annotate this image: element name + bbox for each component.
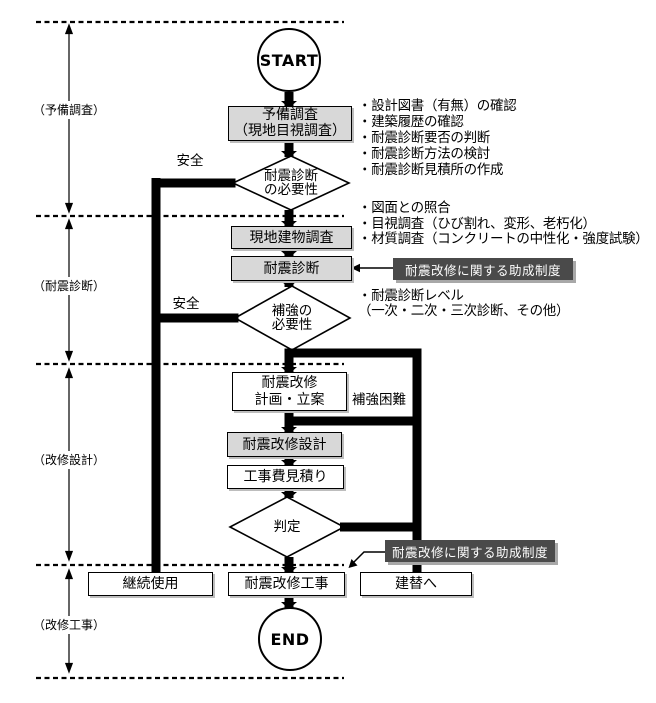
decision-need-reinforce-label: 補強の 必要性: [232, 302, 352, 333]
subsidy-pointer-heads: [348, 263, 360, 568]
phase-extent-arrows: [64, 23, 74, 674]
box-site-survey: 現地建物調査: [231, 226, 352, 249]
box-retrofit-work: 耐震改修工事: [228, 572, 345, 596]
section-label-preliminary: （予備調査）: [27, 101, 111, 119]
subsidy-note-1: 耐震改修に関する助成制度: [393, 258, 573, 280]
end-terminal: END: [258, 607, 322, 671]
decision1-line2: の必要性: [264, 182, 318, 198]
box-rebuild: 建替へ: [360, 572, 472, 596]
annotation-line: ・目視調査（ひび割れ、変形、老朽化）: [358, 215, 596, 232]
decision2-line2: 必要性: [271, 317, 313, 333]
rebuild-bypass-line: [412, 348, 422, 573]
box-plan-line1: 耐震改修: [261, 375, 318, 391]
annotation-line: ・耐震診断見積所の作成: [358, 162, 504, 178]
annotation-line: ・設計図書（有無）の確認: [358, 98, 517, 114]
annotation-line: ・耐震診断要否の判断: [358, 130, 490, 146]
decision-need-diagnosis-label: 耐震診断 の必要性: [231, 167, 351, 198]
annotation-line: （一次・二次・三次診断、その他）: [358, 303, 570, 319]
box-retrofit-design: 耐震改修設計: [227, 432, 342, 457]
diamond-need-diagnosis: [231, 155, 351, 211]
annotations-preliminary: ・設計図書（有無）の確認 ・建築履歴の確認 ・耐震診断要否の判断 ・耐震診断方法…: [358, 98, 517, 178]
box-preliminary-line2: （現地目視調査）: [234, 122, 346, 139]
box-continue-use: 継続使用: [88, 572, 213, 596]
box-retrofit-plan: 耐震改修 計画・立案: [232, 372, 347, 411]
annotation-line: ・耐震診断レベル: [358, 288, 464, 304]
subsidy-pointer-arrows: [352, 267, 393, 564]
subsidy-note-2: 耐震改修に関する助成制度: [385, 540, 555, 562]
flow-connectors: [151, 92, 422, 609]
safe-bypass-line: [151, 178, 161, 572]
section-label-design: （改修設計）: [27, 451, 111, 469]
annotations-diagnosis-level: ・耐震診断レベル （一次・二次・三次診断、その他）: [358, 288, 570, 319]
branch-label-safe-1: 安全: [176, 153, 204, 169]
decision1-line1: 耐震診断: [264, 167, 318, 184]
annotation-line: ・材質調査（コンクリートの中性化・強度試験）: [358, 231, 649, 247]
annotation-line: ・建築履歴の確認: [358, 114, 464, 130]
section-label-diagnosis: （耐震診断）: [27, 277, 111, 295]
decision-diamonds: [228, 155, 352, 558]
start-terminal: START: [257, 28, 321, 92]
diamond-need-reinforce: [233, 285, 352, 351]
box-preliminary-line1: 予備調査: [262, 107, 318, 123]
section-label-construction: （改修工事）: [27, 616, 111, 634]
box-cost-estimate: 工事費見積り: [227, 465, 344, 489]
annotation-line: ・耐震診断方法の検討: [358, 146, 490, 162]
branch-label-safe-2: 安全: [172, 296, 200, 312]
decision-judgement-label: 判定: [273, 518, 301, 535]
annotation-line: ・図面との照合: [358, 200, 451, 216]
box-plan-line2: 計画・立案: [254, 391, 325, 408]
branch-label-reinforce-difficult: 補強困難: [352, 392, 406, 408]
annotations-survey: ・図面との照合 ・目視調査（ひび割れ、変形、老朽化） ・材質調査（コンクリートの…: [358, 200, 649, 248]
box-preliminary-survey: 予備調査 （現地目視調査）: [228, 106, 352, 141]
decision2-line1: 補強の: [271, 302, 313, 319]
box-seismic-diagnosis: 耐震診断: [231, 256, 352, 281]
